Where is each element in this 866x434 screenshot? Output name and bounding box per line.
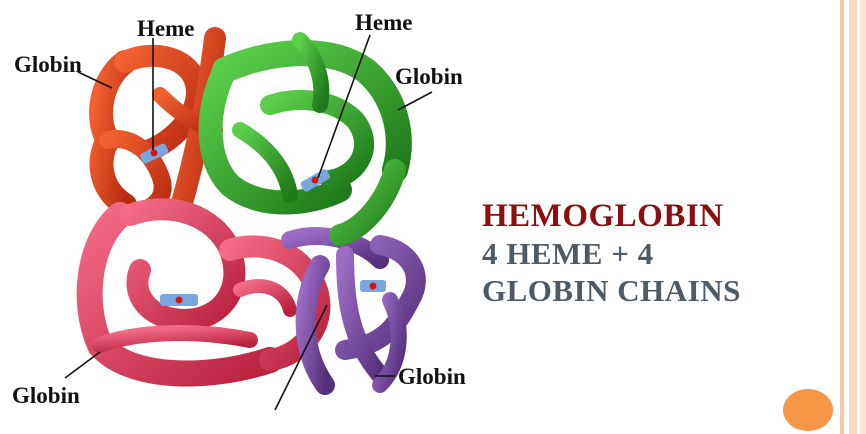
border-stripe — [860, 0, 866, 434]
globin-label-bottom-right: Globin — [398, 364, 466, 390]
heme-label-top-right: Heme — [355, 10, 412, 36]
accent-circle — [783, 389, 833, 431]
globin-chain-orange — [101, 38, 215, 215]
globin-label-bottom-left: Globin — [12, 383, 80, 409]
heme-label-top-left: Heme — [137, 16, 194, 42]
globin-label-top-right: Globin — [395, 64, 463, 90]
title-line-2: 4 HEME + 4 — [482, 235, 741, 272]
title-line-1: HEMOGLOBIN — [482, 198, 741, 235]
slide-title: HEMOGLOBIN 4 HEME + 4 GLOBIN CHAINS — [482, 198, 741, 309]
heme-group-purple — [360, 280, 386, 292]
globin-chain-green — [211, 40, 399, 235]
border-stripe — [840, 0, 844, 434]
title-line-3: GLOBIN CHAINS — [482, 272, 741, 309]
slide-right-border — [840, 0, 866, 434]
border-stripe — [849, 0, 857, 434]
globin-label-top-left: Globin — [14, 52, 82, 78]
heme-group-pink — [160, 294, 198, 306]
